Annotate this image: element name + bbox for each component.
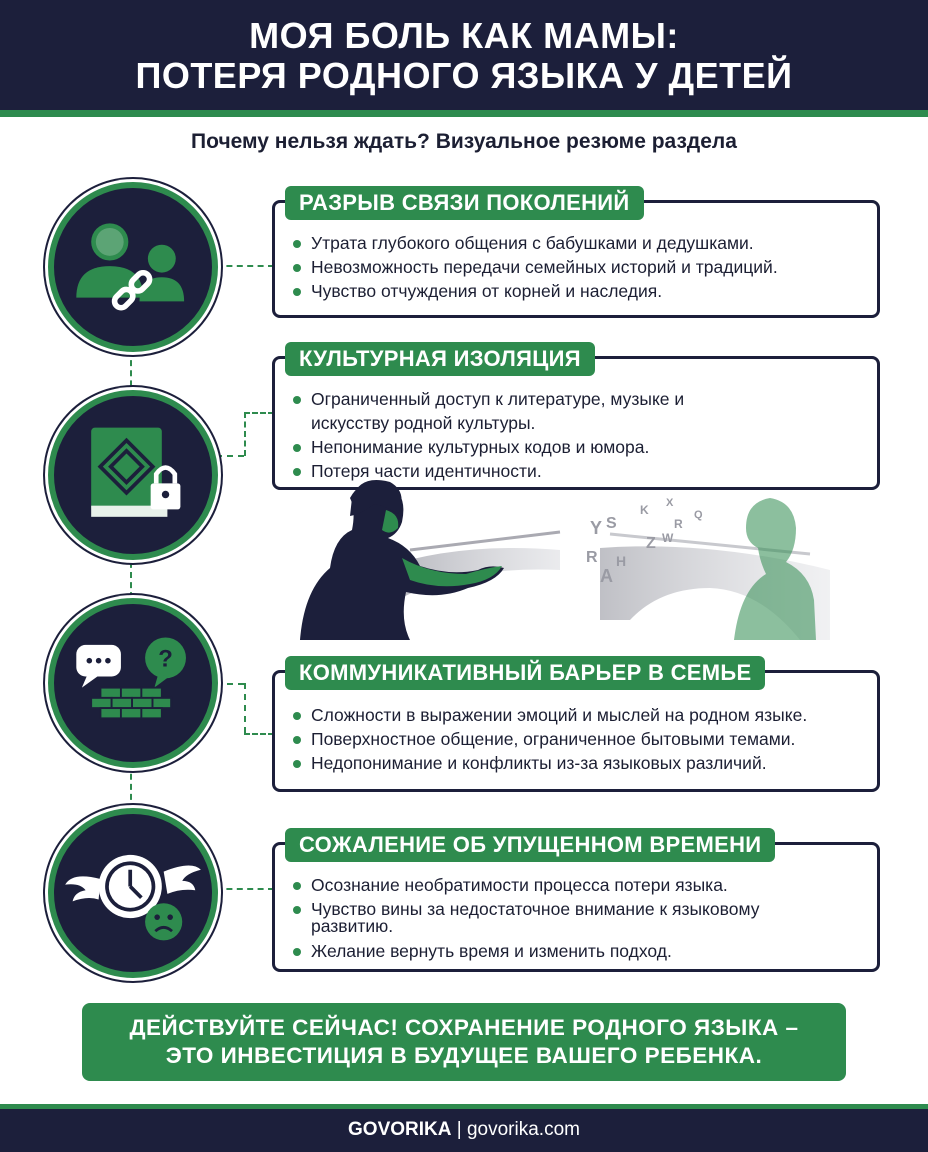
section-card-culture: КУЛЬТУРНАЯ ИЗОЛЯЦИЯ Ограниченный доступ … bbox=[272, 342, 880, 490]
svg-text:Y: Y bbox=[590, 518, 602, 538]
connector-2c bbox=[244, 412, 274, 414]
page-header: МОЯ БОЛЬ КАК МАМЫ: ПОТЕРЯ РОДНОГО ЯЗЫКА … bbox=[0, 0, 928, 117]
bullet-item: Чувство вины за недостаточное внимание к… bbox=[291, 900, 837, 935]
winged-clock-sad-face-icon bbox=[48, 808, 218, 978]
section-card-generations: РАЗРЫВ СВЯЗИ ПОКОЛЕНИЙ Утрата глубокого … bbox=[272, 186, 880, 318]
bullet-item: Осознание необратимости процесса потери … bbox=[291, 873, 837, 897]
svg-text:S: S bbox=[606, 515, 617, 532]
page-title-line1: МОЯ БОЛЬ КАК МАМЫ: bbox=[249, 15, 679, 56]
connector-2a bbox=[216, 455, 244, 457]
connector-3a bbox=[216, 683, 244, 685]
svg-text:R: R bbox=[586, 549, 598, 566]
connector-1 bbox=[216, 265, 274, 267]
bullet-item: Ограниченный доступ к литературе, музыке… bbox=[291, 387, 747, 435]
page-title-line2: ПОТЕРЯ РОДНОГО ЯЗЫКА У ДЕТЕЙ bbox=[135, 55, 793, 96]
svg-text:Z: Z bbox=[646, 535, 656, 552]
bullet-item: Непонимание культурных кодов и юмора. bbox=[291, 435, 747, 459]
bullet-item: Чувство отчуждения от корней и наследия. bbox=[291, 279, 865, 303]
call-to-action-banner: ДЕЙСТВУЙТЕ СЕЙЧАС! СОХРАНЕНИЕ РОДНОГО ЯЗ… bbox=[82, 1003, 846, 1081]
footer-separator: | bbox=[451, 1119, 467, 1140]
section-title: СОЖАЛЕНИЕ ОБ УПУЩЕННОМ ВРЕМЕНИ bbox=[285, 828, 776, 862]
svg-text:X: X bbox=[666, 497, 674, 509]
timeline-connector bbox=[130, 340, 132, 810]
cta-line1: ДЕЙСТВУЙТЕ СЕЙЧАС! СОХРАНЕНИЕ РОДНОГО ЯЗ… bbox=[129, 1015, 799, 1040]
bullet-item: Желание вернуть время и изменить подход. bbox=[291, 939, 837, 963]
section-title: РАЗРЫВ СВЯЗИ ПОКОЛЕНИЙ bbox=[285, 186, 644, 220]
section-card-regret: СОЖАЛЕНИЕ ОБ УПУЩЕННОМ ВРЕМЕНИ Осознание… bbox=[272, 828, 880, 972]
connector-2b bbox=[244, 412, 246, 456]
svg-text:Q: Q bbox=[694, 509, 703, 521]
section-title: КУЛЬТУРНАЯ ИЗОЛЯЦИЯ bbox=[285, 342, 595, 376]
footer-brand: GOVORIKA bbox=[348, 1119, 452, 1140]
mother-child-broken-bridge-illustration: Y S K X R Z R H A Q W bbox=[290, 470, 830, 680]
svg-text:R: R bbox=[674, 517, 683, 531]
svg-text:K: K bbox=[640, 503, 649, 517]
generations-broken-chain-icon bbox=[48, 182, 218, 352]
section-card-communication: КОММУНИКАТИВНЫЙ БАРЬЕР В СЕМЬЕ Сложности… bbox=[272, 656, 880, 792]
bullet-item: Недопонимание и конфликты из-за языковых… bbox=[291, 751, 865, 775]
footer-url-link[interactable]: govorika.com bbox=[466, 1119, 580, 1140]
connector-3b bbox=[244, 683, 246, 733]
connector-3c bbox=[244, 733, 274, 735]
bullet-item: Невозможность передачи семейных историй … bbox=[291, 255, 865, 279]
speech-bubbles-wall-icon: ? bbox=[48, 598, 218, 768]
connector-4 bbox=[216, 888, 274, 890]
cta-line2: ЭТО ИНВЕСТИЦИЯ В БУДУЩЕЕ ВАШЕГО РЕБЕНКА. bbox=[165, 1043, 763, 1068]
page-footer: GOVORIKA | govorika.com bbox=[0, 1104, 928, 1152]
svg-text:?: ? bbox=[158, 645, 173, 672]
svg-text:H: H bbox=[616, 553, 626, 569]
bullet-item: Поверхностное общение, ограниченное быто… bbox=[291, 727, 865, 751]
svg-text:W: W bbox=[662, 531, 674, 545]
page-subtitle: Почему нельзя ждать? Визуальное резюме р… bbox=[191, 130, 737, 153]
bullet-item: Потеря части идентичности. bbox=[291, 459, 747, 483]
bullet-item: Сложности в выражении эмоций и мыслей на… bbox=[291, 703, 865, 727]
locked-book-icon bbox=[48, 390, 218, 560]
svg-text:A: A bbox=[600, 566, 613, 586]
section-title: КОММУНИКАТИВНЫЙ БАРЬЕР В СЕМЬЕ bbox=[285, 656, 766, 690]
bullet-item: Утрата глубокого общения с бабушками и д… bbox=[291, 231, 865, 255]
